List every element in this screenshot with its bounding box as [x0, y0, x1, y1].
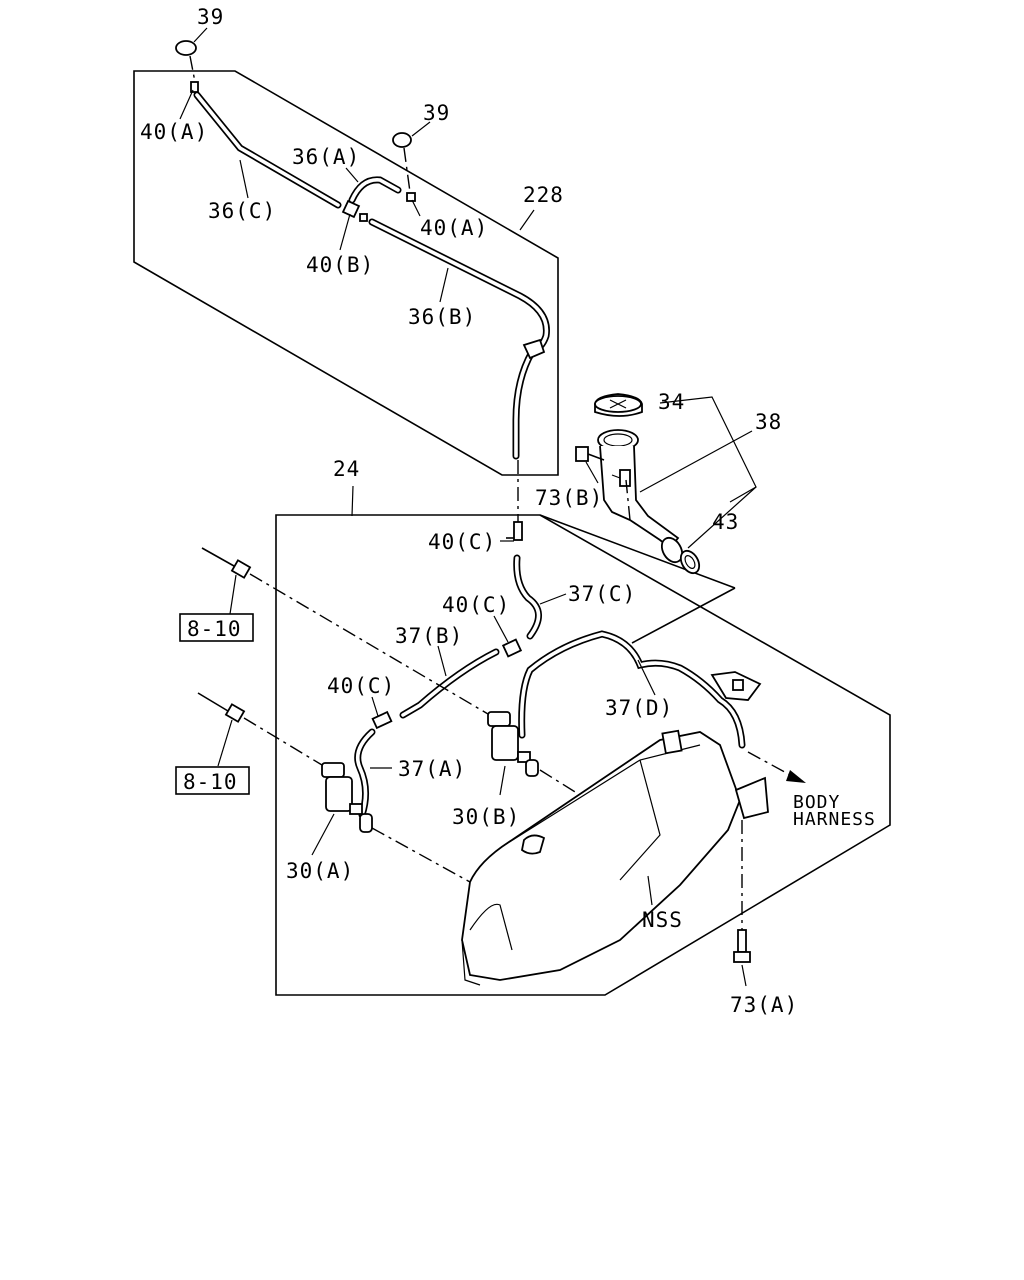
- group-24-frame-edge-2: [631, 587, 736, 644]
- label-36b: 36(B): [408, 305, 476, 329]
- label-nss: NSS: [642, 908, 683, 932]
- label-30a: 30(A): [286, 859, 354, 883]
- filler-neck-38: [597, 429, 680, 550]
- label-39-right: 39: [423, 101, 450, 125]
- label-24: 24: [333, 457, 360, 481]
- neck-dash: [625, 479, 631, 521]
- hose-37d-connector: [710, 671, 762, 701]
- label-40c-mid: 40(C): [442, 593, 510, 617]
- ref-box-lower-label[interactable]: 8-10: [183, 770, 238, 794]
- label-34: 34: [658, 390, 685, 414]
- washer-pump-30b: [487, 711, 539, 777]
- label-40b: 40(B): [306, 253, 374, 277]
- nozzle-cap-39-left: [175, 40, 199, 93]
- joint-40c-mid: [501, 638, 523, 658]
- hose-36c: [193, 91, 342, 209]
- label-39-top: 39: [197, 5, 224, 29]
- leader-lines: [179, 27, 757, 987]
- label-40a-left: 40(A): [140, 120, 208, 144]
- label-37c: 37(C): [568, 582, 636, 606]
- label-36c: 36(C): [208, 199, 276, 223]
- hose-37d: [518, 630, 746, 749]
- ref-box-lower[interactable]: [175, 766, 250, 795]
- pump-connector-lower: [197, 692, 323, 766]
- group-228-frame: [133, 70, 559, 476]
- pump-connector-upper: [201, 547, 489, 715]
- washer-reservoir-tank: [461, 729, 769, 986]
- label-40c-top: 40(C): [428, 530, 496, 554]
- joint-40b: [341, 199, 368, 222]
- neck-outlet: [660, 536, 684, 564]
- joint-40c-left: [371, 710, 393, 730]
- label-40a-right: 40(A): [420, 216, 488, 240]
- body-harness-arrow-head: [786, 770, 806, 783]
- label-73b: 73(B): [535, 486, 603, 510]
- joint-40c-top: [506, 521, 523, 541]
- label-harness: HARNESS: [793, 809, 876, 830]
- ref-box-upper-label[interactable]: 8-10: [187, 617, 242, 641]
- pump-to-tank-dash-b: [539, 769, 581, 796]
- label-228: 228: [523, 183, 564, 207]
- filler-cap-34: [594, 393, 643, 417]
- bolt-73a: [733, 820, 751, 963]
- label-37d: 37(D): [605, 696, 673, 720]
- group-24-frame-edge: [539, 514, 736, 589]
- label-36a: 36(A): [292, 145, 360, 169]
- label-body: BODY: [793, 792, 840, 813]
- hose-37a: [354, 728, 376, 819]
- hose-36b: [368, 218, 550, 460]
- label-40c-left: 40(C): [327, 674, 395, 698]
- pump-to-tank-dash-a: [371, 827, 471, 883]
- hose-37c: [513, 554, 542, 640]
- ref-box-upper[interactable]: [179, 613, 254, 642]
- nozzle-cap-39-right: [392, 132, 416, 202]
- hose-36b-grommet: [522, 338, 546, 360]
- hose-37b: [399, 648, 500, 719]
- bolt-73b: [575, 446, 605, 462]
- seal-ring-43: [679, 549, 701, 575]
- label-37a: 37(A): [398, 757, 466, 781]
- label-38: 38: [755, 410, 782, 434]
- body-harness-arrow-line: [747, 751, 793, 777]
- washer-pump-30a: [321, 762, 373, 833]
- label-73a: 73(A): [730, 993, 798, 1017]
- hose-36a: [348, 176, 402, 204]
- label-30b: 30(B): [452, 805, 520, 829]
- label-43: 43: [712, 510, 739, 534]
- label-37b: 37(B): [395, 624, 463, 648]
